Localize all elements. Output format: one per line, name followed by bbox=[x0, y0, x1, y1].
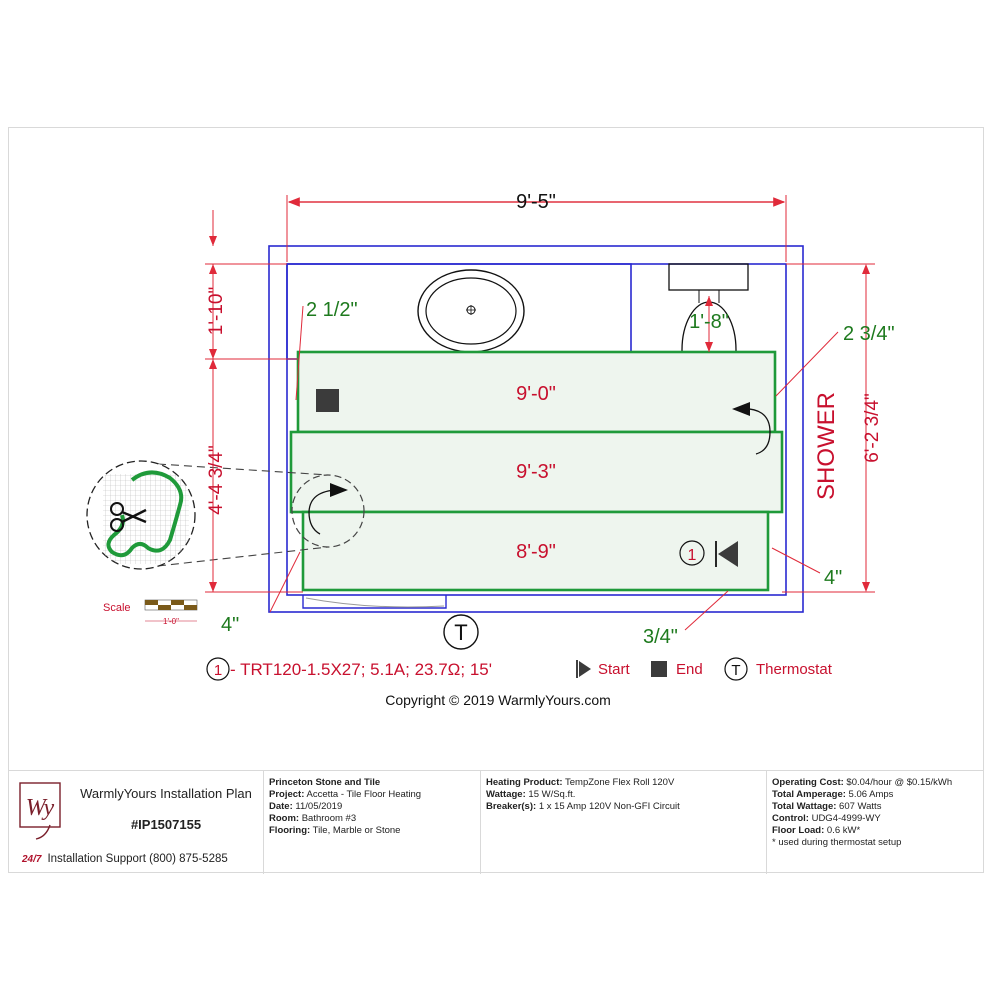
svg-text:1'-0": 1'-0" bbox=[163, 617, 179, 626]
svg-text:T: T bbox=[454, 620, 467, 645]
gap-right-label: 2 3/4" bbox=[843, 323, 895, 345]
plan-id: #IP1507155 bbox=[130, 817, 202, 832]
run-1-length: 9'-0" bbox=[516, 383, 556, 405]
support-247-badge: 24/7 bbox=[22, 854, 42, 865]
scissors-icon bbox=[110, 502, 147, 532]
legend: 1 - TRT120-1.5X27; 5.1A; 23.7Ω; 15' Star… bbox=[206, 657, 833, 681]
svg-text:1'-10": 1'-10" bbox=[206, 287, 227, 335]
svg-text:4'-4 3/4": 4'-4 3/4" bbox=[206, 445, 227, 515]
door-threshold bbox=[302, 595, 447, 609]
plan-title: WarmlyYours Installation Plan bbox=[80, 786, 252, 801]
legend-start-icon bbox=[579, 661, 591, 677]
project-info: Princeton Stone and Tile Project: Accett… bbox=[269, 777, 422, 836]
legend-start-label: Start bbox=[598, 661, 631, 678]
legend-thermostat-label: Thermostat bbox=[756, 661, 833, 678]
legend-thermostat-icon bbox=[724, 657, 748, 681]
heating-run-3 bbox=[301, 510, 770, 592]
sink-basin-inner bbox=[425, 277, 517, 345]
floor-plan: 9'-0" 9'-3" 8'-9" 1 9'-5" bbox=[86, 191, 895, 708]
thermostat-icon: T bbox=[443, 614, 479, 650]
shower-label: SHOWER bbox=[813, 392, 840, 500]
turn-arrow-left bbox=[308, 489, 347, 535]
dim-overall-width: 9'-5" bbox=[286, 191, 787, 262]
svg-text:1'-8": 1'-8" bbox=[689, 311, 729, 333]
gap-left-label: 2 1/2" bbox=[306, 299, 358, 321]
dim-toilet-clearance: 1'-8" bbox=[689, 296, 729, 352]
warmlyyours-logo: Wy bbox=[18, 781, 66, 840]
mat-start-marker: 1 bbox=[679, 540, 738, 567]
heating-run-2 bbox=[289, 430, 784, 514]
electrical-info: Operating Cost: $0.04/hour @ $0.15/kWh T… bbox=[772, 777, 953, 848]
legend-mat-number: 1 bbox=[214, 662, 222, 679]
title-block: Wy WarmlyYours Installation Plan #IP1507… bbox=[8, 770, 984, 874]
product-info: Heating Product: TempZone Flex Roll 120V… bbox=[486, 777, 680, 812]
gap-bottom-label: 3/4" bbox=[643, 626, 678, 648]
svg-text:Wy: Wy bbox=[26, 795, 55, 821]
detail-cable-path bbox=[106, 470, 184, 558]
legend-end-icon bbox=[651, 661, 667, 677]
scale-label: Scale bbox=[103, 602, 131, 614]
svg-text:6'-2 3/4": 6'-2 3/4" bbox=[862, 393, 883, 463]
door-swing bbox=[305, 597, 445, 608]
legend-end-label: End bbox=[676, 661, 703, 678]
gap-bottom-right-label: 4" bbox=[824, 567, 842, 589]
room-outer-wall bbox=[268, 245, 804, 613]
dim-left-vertical: 1'-10" 4'-4 3/4" bbox=[205, 210, 303, 593]
copyright: Copyright © 2019 WarmlyYours.com bbox=[385, 692, 611, 708]
dim-right-vertical: 6'-2 3/4" bbox=[782, 263, 883, 593]
legend-mat-spec: - TRT120-1.5X27; 5.1A; 23.7Ω; 15' bbox=[230, 660, 492, 679]
toilet-tank bbox=[668, 263, 749, 291]
svg-text:T: T bbox=[731, 662, 740, 679]
scale-bar: 1'-0" bbox=[144, 599, 198, 626]
mat-end-marker bbox=[316, 389, 339, 412]
svg-text:1: 1 bbox=[688, 547, 697, 564]
turn-arrow-right bbox=[736, 408, 771, 455]
svg-text:9'-5": 9'-5" bbox=[516, 191, 556, 213]
heating-run-1 bbox=[296, 350, 777, 434]
run-2-length: 9'-3" bbox=[516, 461, 556, 483]
gap-bottom-left-label: 4" bbox=[221, 614, 239, 636]
run-3-length: 8'-9" bbox=[516, 541, 556, 563]
